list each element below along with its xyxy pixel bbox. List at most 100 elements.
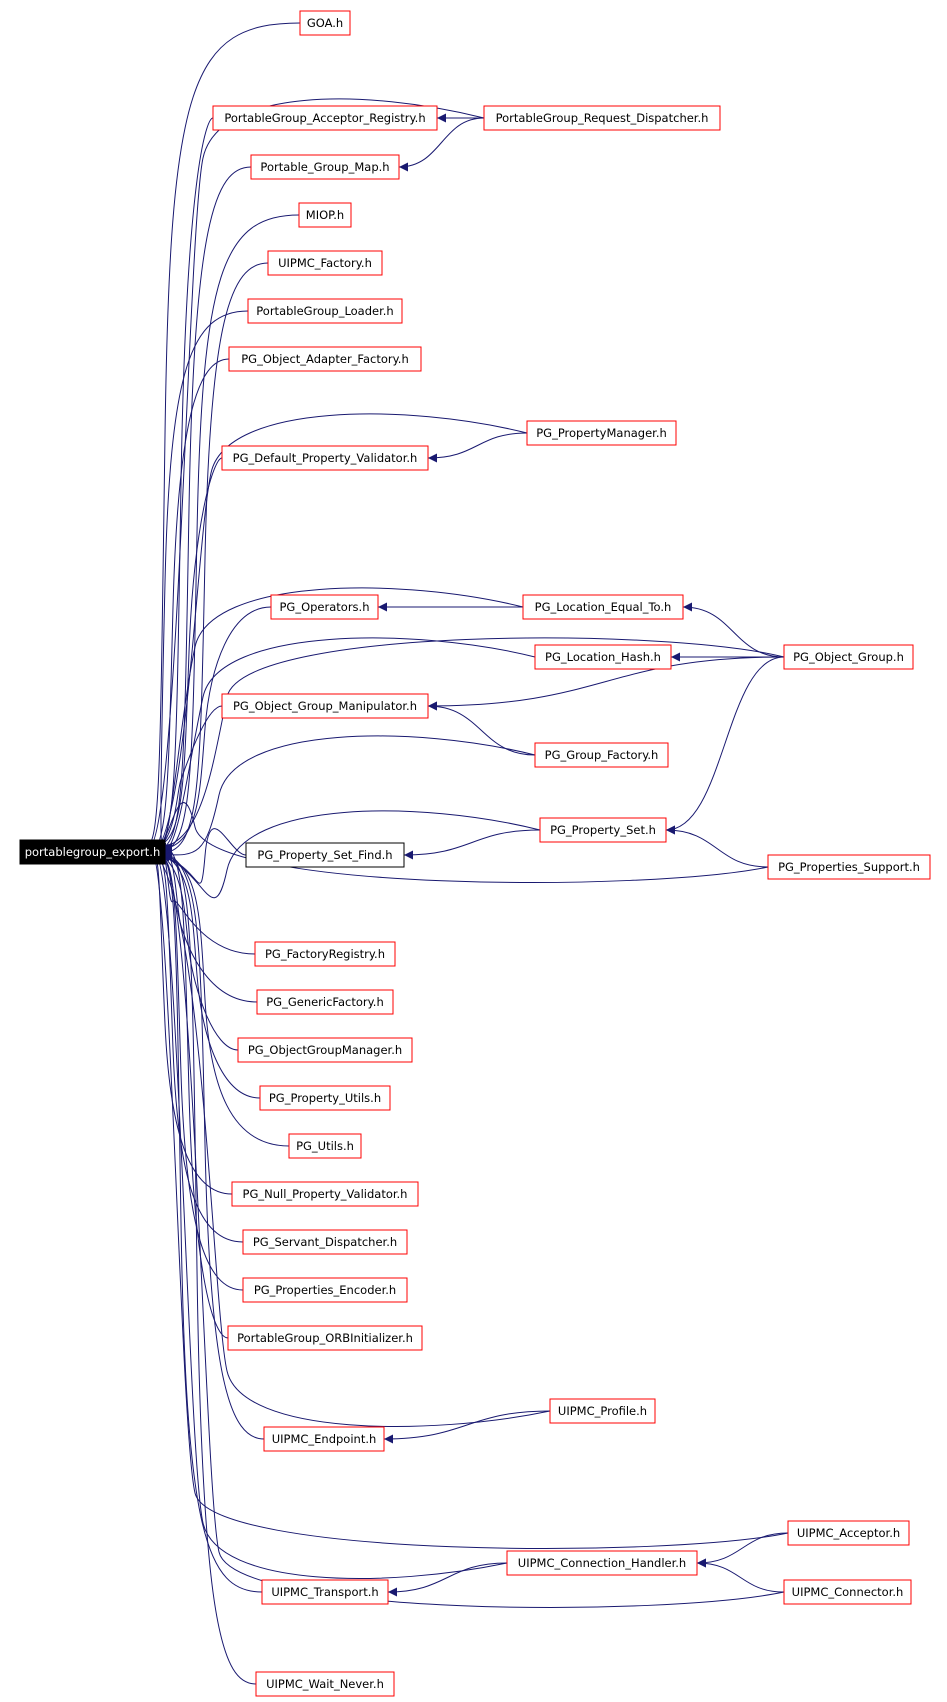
edge-request_dispatcher-to-group_map [398, 117, 485, 172]
acceptor_registry-label: PortableGroup_Acceptor_Registry.h [224, 111, 425, 125]
edge-uipmc_connector-to-root [159, 850, 785, 1608]
edge-orb_initializer-to-root [162, 842, 229, 1339]
group_map-label: Portable_Group_Map.h [260, 160, 389, 174]
edge-location_hash-to-root [162, 637, 536, 857]
properties_support-label: PG_Properties_Support.h [778, 860, 920, 874]
node-uipmc_connector[interactable]: UIPMC_Connector.h [783, 1579, 912, 1605]
node-factory_registry[interactable]: PG_FactoryRegistry.h [254, 941, 396, 967]
node-property_manager[interactable]: PG_PropertyManager.h [526, 420, 677, 446]
utils-label: PG_Utils.h [296, 1139, 354, 1153]
edges [144, 22, 789, 1685]
edge-uipmc_acceptor-to-uipmc_conn_handler [696, 1532, 789, 1568]
adapter_factory-box [228, 346, 422, 372]
edge-miop-to-root [156, 214, 300, 857]
edge-properties_encoder-to-root [159, 852, 244, 1291]
node-uipmc_wait_never[interactable]: UIPMC_Wait_Never.h [255, 1671, 395, 1697]
node-group_factory[interactable]: PG_Group_Factory.h [534, 742, 669, 768]
generic_factory-label: PG_GenericFactory.h [266, 995, 384, 1009]
node-generic_factory[interactable]: PG_GenericFactory.h [256, 989, 394, 1015]
properties_encoder-label: PG_Properties_Encoder.h [254, 1283, 396, 1297]
uipmc_wait_never-label: UIPMC_Wait_Never.h [266, 1677, 384, 1691]
ogm-box [237, 1037, 413, 1063]
node-property_utils[interactable]: PG_Property_Utils.h [259, 1085, 391, 1111]
group_map-box [250, 154, 400, 180]
node-group_map[interactable]: Portable_Group_Map.h [250, 154, 400, 180]
node-miop[interactable]: MIOP.h [298, 202, 352, 228]
node-operators[interactable]: PG_Operators.h [270, 594, 379, 620]
node-uipmc_profile[interactable]: UIPMC_Profile.h [549, 1398, 656, 1424]
node-uipmc_endpoint[interactable]: UIPMC_Endpoint.h [263, 1426, 385, 1452]
miop-label: MIOP.h [306, 208, 344, 222]
edge-property_set-to-root [150, 810, 541, 899]
edge-default_validator-to-root [150, 457, 223, 852]
node-uipmc_transport[interactable]: UIPMC_Transport.h [261, 1579, 389, 1605]
edge-object_group-to-root [153, 637, 785, 853]
request_dispatcher-box [483, 105, 721, 131]
node-uipmc_factory[interactable]: UIPMC_Factory.h [267, 250, 383, 276]
node-orb_initializer[interactable]: PortableGroup_ORBInitializer.h [227, 1325, 423, 1351]
location_equal-box [522, 594, 684, 620]
operators-box [270, 594, 379, 620]
pg_loader-label: PortableGroup_Loader.h [256, 304, 393, 318]
edge-object_group-to-property_set [665, 656, 785, 835]
node-null_validator[interactable]: PG_Null_Property_Validator.h [231, 1181, 419, 1207]
node-property_set[interactable]: PG_Property_Set.h [539, 817, 667, 843]
pg_loader-box [247, 298, 403, 324]
orb_initializer-box [227, 1325, 423, 1351]
property_manager-label: PG_PropertyManager.h [536, 426, 667, 440]
property_utils-label: PG_Property_Utils.h [269, 1091, 381, 1105]
generic_factory-box [256, 989, 394, 1015]
node-location_hash[interactable]: PG_Location_Hash.h [534, 644, 672, 670]
node-pg_loader[interactable]: PortableGroup_Loader.h [247, 298, 403, 324]
node-utils[interactable]: PG_Utils.h [288, 1133, 362, 1159]
node-uipmc_acceptor[interactable]: UIPMC_Acceptor.h [787, 1520, 910, 1546]
orb_initializer-label: PortableGroup_ORBInitializer.h [237, 1331, 413, 1345]
location_equal-label: PG_Location_Equal_To.h [535, 600, 672, 614]
group_manipulator-label: PG_Object_Group_Manipulator.h [233, 699, 417, 713]
servant_dispatcher-box [242, 1229, 408, 1255]
utils-box [288, 1133, 362, 1159]
uipmc_acceptor-box [787, 1520, 910, 1546]
node-properties_encoder[interactable]: PG_Properties_Encoder.h [242, 1277, 408, 1303]
miop-box [298, 202, 352, 228]
edge-servant_dispatcher-to-root [156, 851, 244, 1243]
adapter_factory-label: PG_Object_Adapter_Factory.h [241, 352, 409, 366]
factory_registry-label: PG_FactoryRegistry.h [265, 947, 385, 961]
goa-label: GOA.h [307, 16, 343, 30]
edge-operators-to-root [156, 606, 272, 855]
edge-object_group-to-group_manipulator [427, 656, 785, 711]
node-servant_dispatcher[interactable]: PG_Servant_Dispatcher.h [242, 1229, 408, 1255]
node-property_set_find[interactable]: PG_Property_Set_Find.h [245, 842, 405, 868]
node-default_validator[interactable]: PG_Default_Property_Validator.h [221, 445, 429, 471]
uipmc_endpoint-box [263, 1426, 385, 1452]
property_set-label: PG_Property_Set.h [550, 823, 656, 837]
root-box [19, 839, 166, 865]
edge-properties_support-to-property_set [665, 825, 769, 868]
group_factory-box [534, 742, 669, 768]
edge-property_manager-to-default_validator [427, 432, 528, 463]
node-properties_support[interactable]: PG_Properties_Support.h [767, 854, 931, 880]
property_set_find-label: PG_Property_Set_Find.h [257, 848, 392, 862]
object_group-label: PG_Object_Group.h [793, 650, 904, 664]
node-location_equal[interactable]: PG_Location_Equal_To.h [522, 594, 684, 620]
property_set-box [539, 817, 667, 843]
node-acceptor_registry[interactable]: PortableGroup_Acceptor_Registry.h [212, 105, 438, 131]
edge-request_dispatcher-to-root [147, 98, 485, 853]
edge-property_set-to-property_set_find [403, 829, 541, 860]
default_validator-box [221, 445, 429, 471]
node-ogm[interactable]: PG_ObjectGroupManager.h [237, 1037, 413, 1063]
root-node[interactable]: portablegroup_export.h [19, 839, 166, 865]
node-uipmc_conn_handler[interactable]: UIPMC_Connection_Handler.h [506, 1550, 698, 1576]
property_set_find-box [245, 842, 405, 868]
request_dispatcher-label: PortableGroup_Request_Dispatcher.h [496, 111, 709, 125]
node-object_group[interactable]: PG_Object_Group.h [783, 644, 914, 670]
uipmc_connector-box [783, 1579, 912, 1605]
node-group_manipulator[interactable]: PG_Object_Group_Manipulator.h [221, 693, 429, 719]
node-request_dispatcher[interactable]: PortableGroup_Request_Dispatcher.h [483, 105, 721, 131]
object_group-box [783, 644, 914, 670]
uipmc_transport-label: UIPMC_Transport.h [271, 1585, 378, 1599]
node-goa[interactable]: GOA.h [299, 10, 351, 36]
properties_support-box [767, 854, 931, 880]
node-adapter_factory[interactable]: PG_Object_Adapter_Factory.h [228, 346, 422, 372]
